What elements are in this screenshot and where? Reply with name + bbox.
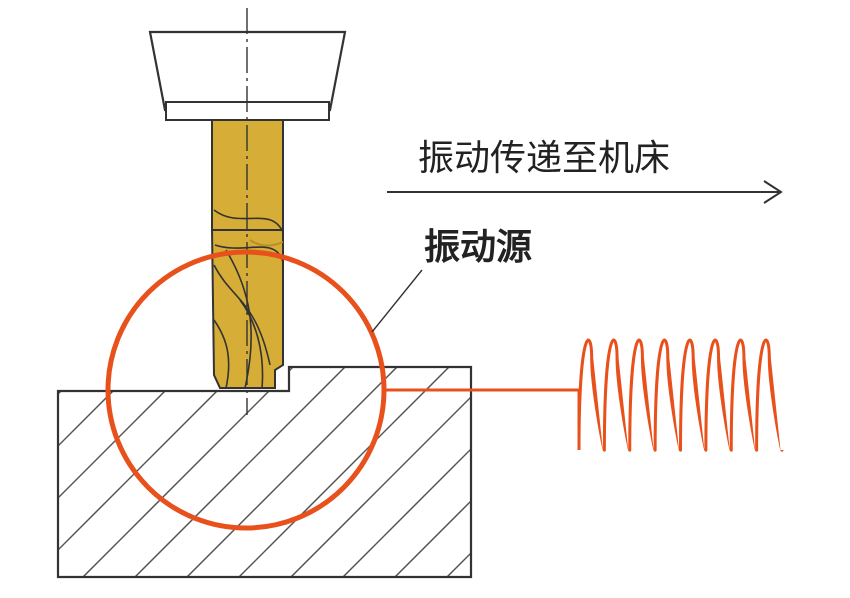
workpiece xyxy=(56,340,850,598)
workpiece-outline xyxy=(56,365,473,579)
arrow-right-icon xyxy=(387,180,783,204)
vibration-source-label: 振动源 xyxy=(424,227,533,268)
hatch-line xyxy=(267,367,471,577)
hatch-line xyxy=(423,367,471,577)
transmission-label: 振动传递至机床 xyxy=(418,138,671,179)
spring-wave-icon xyxy=(577,338,784,452)
hatch-line xyxy=(319,367,471,577)
hatch-line xyxy=(163,367,425,577)
workpiece-hatch xyxy=(58,340,850,598)
hatch-line xyxy=(371,367,471,577)
source-leader-line xyxy=(371,269,423,333)
hatch-line xyxy=(111,367,373,577)
hatch-line xyxy=(215,367,471,577)
hatch-line xyxy=(58,367,61,577)
hatch-line xyxy=(632,340,850,598)
